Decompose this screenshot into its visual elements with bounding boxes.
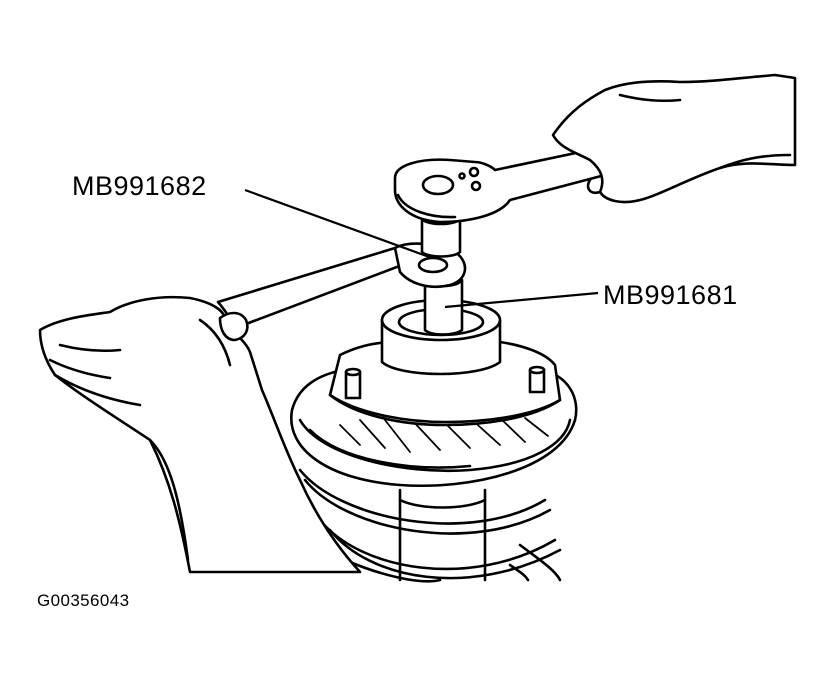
figure-id: G00356043 — [37, 591, 130, 610]
shock-body — [398, 488, 487, 582]
leader-line-mb991682 — [244, 188, 433, 260]
right-hand — [551, 73, 797, 204]
callout-mb991681: MB991681 — [603, 280, 738, 310]
ratchet-wrench — [393, 148, 608, 224]
callout-mb991682: MB991682 — [72, 171, 207, 201]
left-hand — [38, 295, 362, 574]
coil-spring — [298, 468, 562, 583]
leader-line-mb991681 — [444, 291, 599, 309]
